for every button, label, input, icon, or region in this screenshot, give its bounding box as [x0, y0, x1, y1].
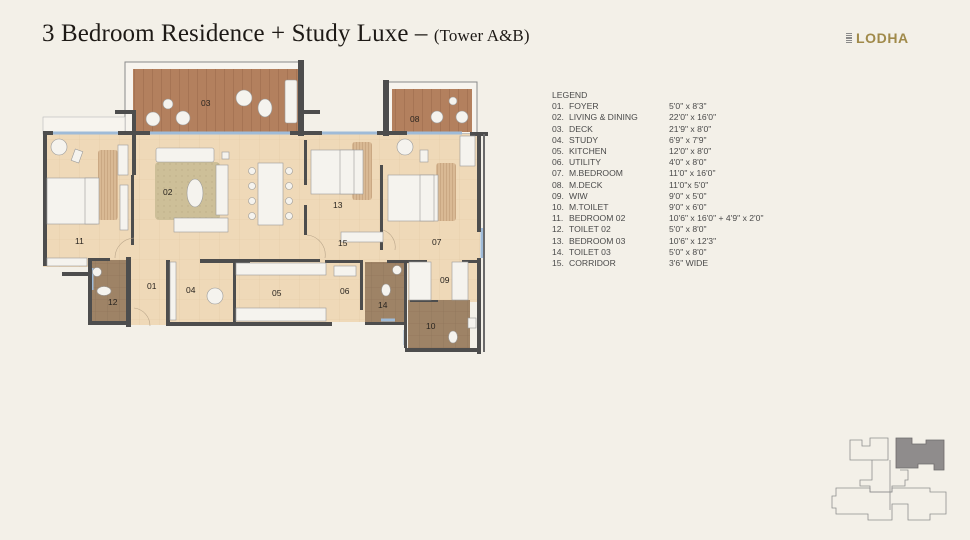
key-plan-lower-blocks	[831, 487, 947, 521]
room-label-05: 05	[272, 288, 282, 298]
room-label-13: 13	[333, 200, 343, 210]
room-label-03: 03	[201, 98, 211, 108]
room-label-09: 09	[440, 275, 450, 285]
room-label-07: 07	[432, 237, 442, 247]
room-label-15: 15	[338, 238, 348, 248]
page-title: 3 Bedroom Residence + Study Luxe – (Towe…	[42, 20, 530, 48]
room-label-14: 14	[378, 300, 388, 310]
floor-plan: 01 02 03 04 05 06 07 08 09 10 11 12 13 1…	[42, 60, 488, 354]
title-main: 3 Bedroom Residence + Study Luxe –	[42, 20, 434, 47]
room-label-01: 01	[147, 281, 157, 291]
key-plan	[831, 437, 947, 521]
room-master-deck	[392, 89, 472, 132]
room-label-10: 10	[426, 321, 436, 331]
room-label-02: 02	[163, 187, 173, 197]
room-label-06: 06	[340, 286, 350, 296]
room-label-04: 04	[186, 285, 196, 295]
room-label-11: 11	[75, 236, 84, 246]
room-label-12: 12	[108, 297, 118, 307]
key-plan-highlighted-unit	[895, 437, 945, 471]
room-deck	[133, 69, 298, 132]
brand-logo: LODHA	[846, 30, 909, 46]
room-label-08: 08	[410, 114, 420, 124]
room-master-toilet	[408, 300, 470, 348]
brand-name: LODHA	[856, 30, 909, 46]
key-plan-block-a	[849, 437, 889, 461]
legend-heading: LEGEND	[552, 90, 588, 100]
logo-mark-icon	[846, 32, 852, 44]
title-tower: (Tower A&B)	[433, 26, 530, 45]
